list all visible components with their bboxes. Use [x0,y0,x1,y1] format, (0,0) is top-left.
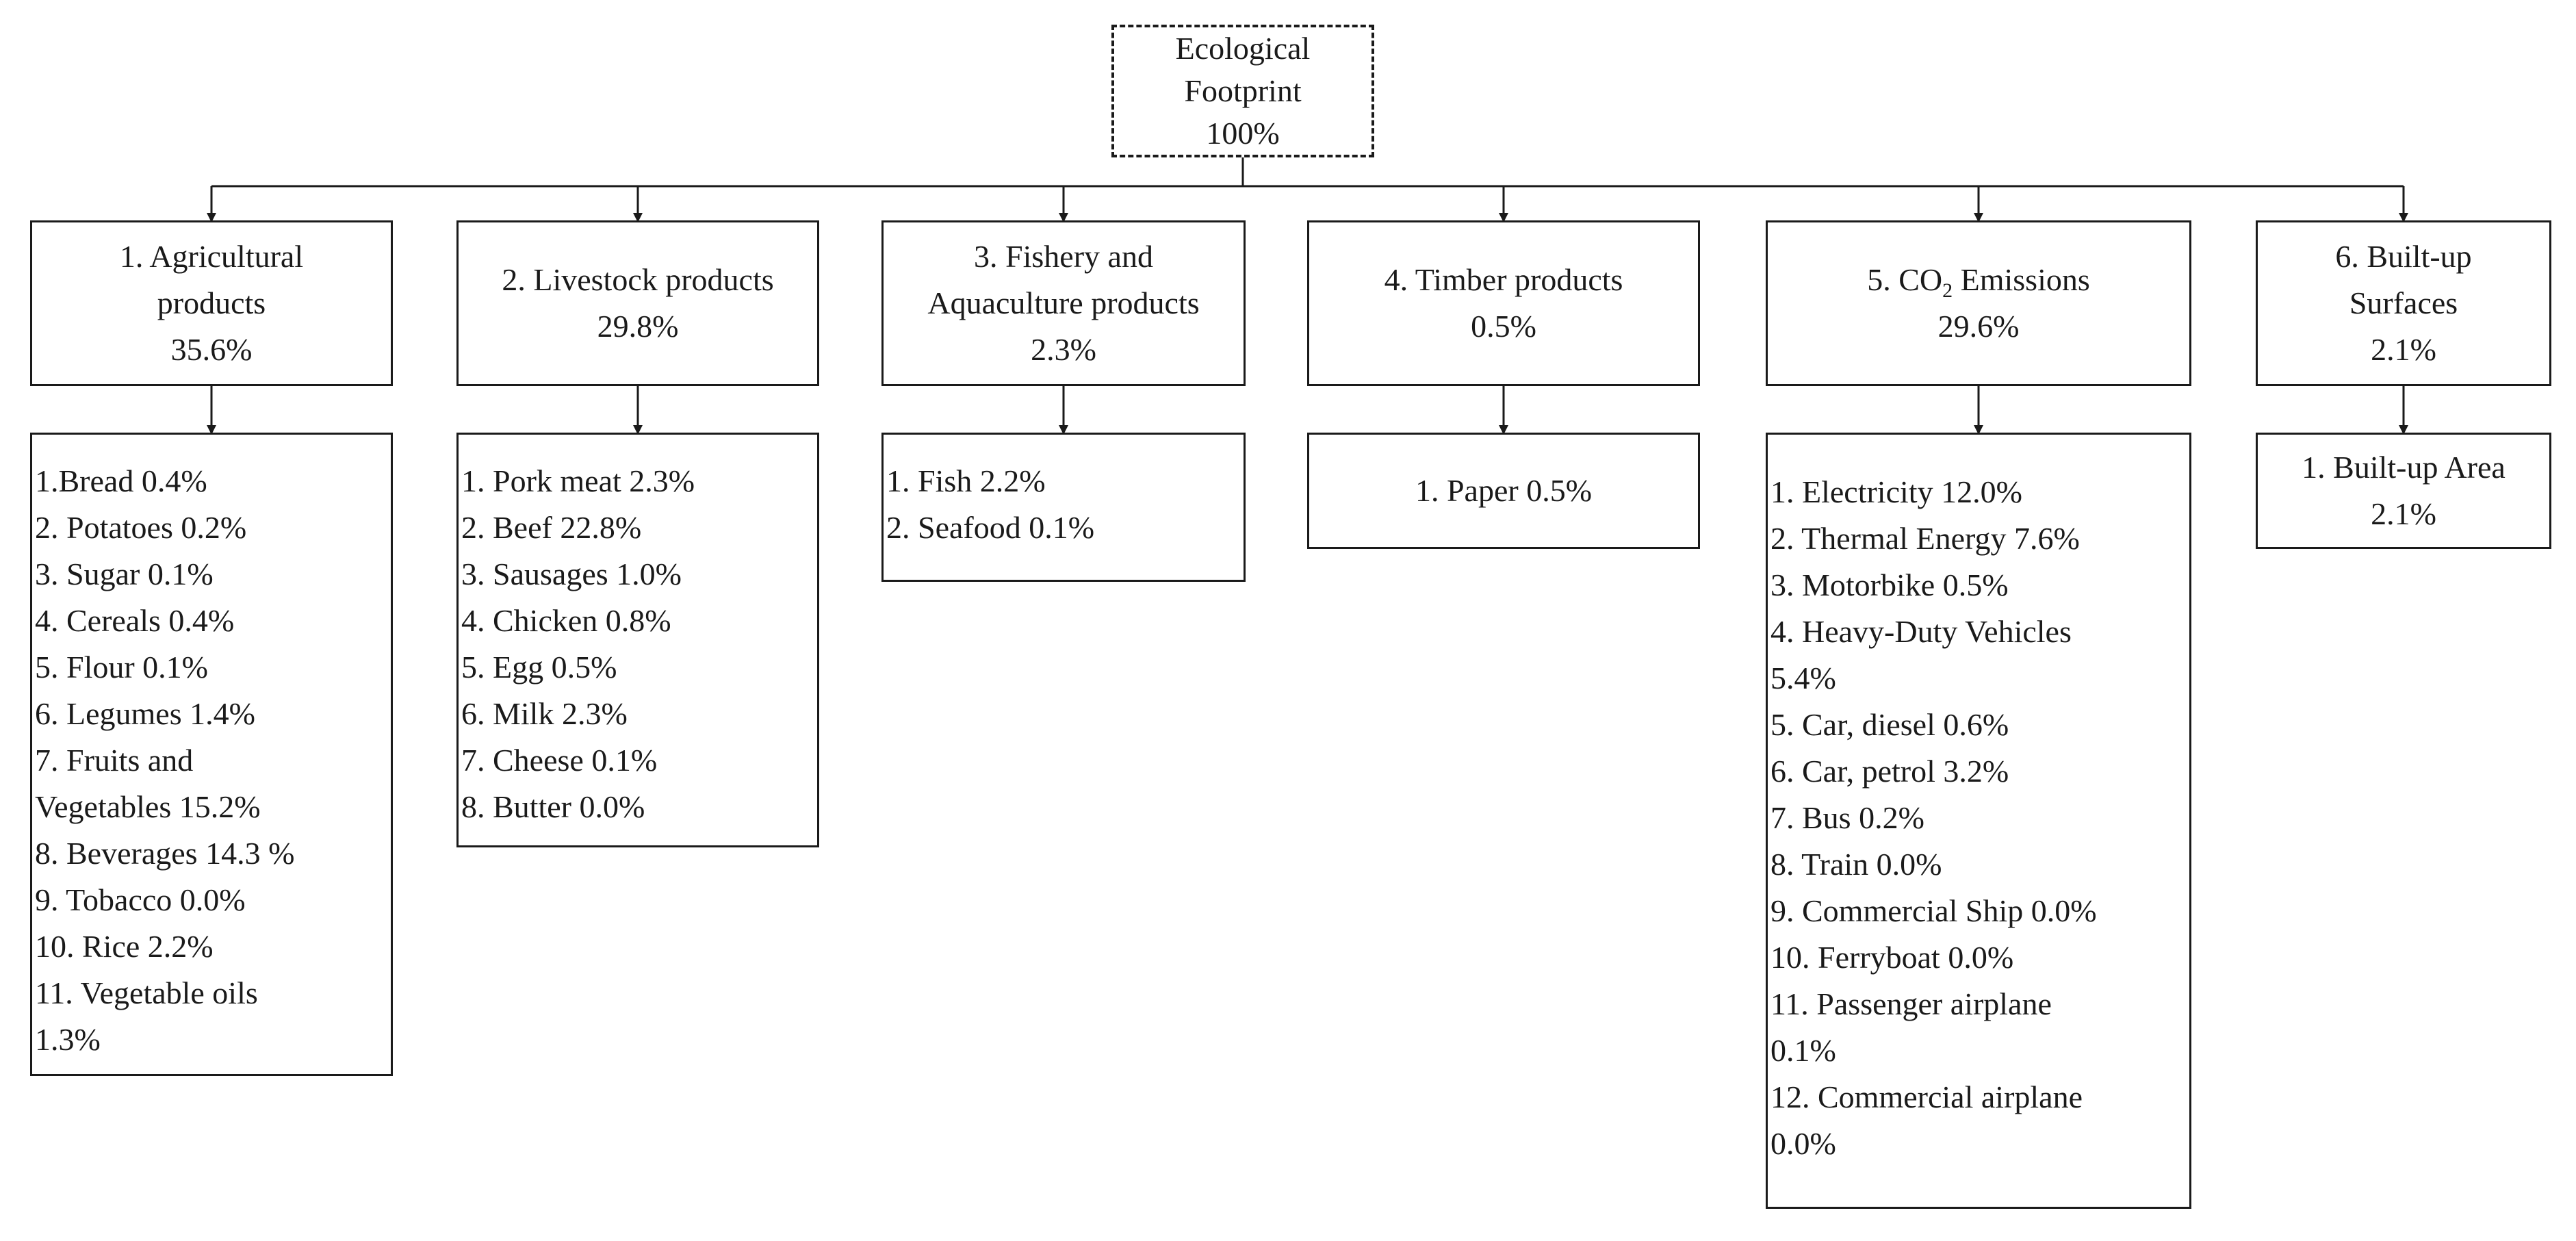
category-title-line: 1. Agricultural [119,239,304,274]
list-item: Vegetables 15.2% [35,789,261,824]
category-title-line: 3. Fishery and [974,239,1153,274]
list-item: 0.0% [1770,1126,1836,1161]
list-item: 5. Car, diesel 0.6% [1770,707,2009,742]
list-item: 1. Pork meat 2.3% [461,463,695,498]
list-item: 5. Flour 0.1% [35,650,208,685]
list-item: 7. Fruits and [35,743,194,778]
root-line-1: Ecological [1175,31,1311,66]
category-percentage: 29.8% [597,309,679,344]
category-title-line: products [157,285,266,320]
list-item: 9. Commercial Ship 0.0% [1770,893,2097,928]
list-item: 7. Cheese 0.1% [461,743,658,778]
category-timber: 4. Timber products 0.5% [1307,220,1700,386]
root-node: Ecological Footprint 100% [1111,25,1374,157]
list-item: 1. Built-up Area [2302,450,2506,485]
root-line-2: Footprint [1184,73,1302,108]
list-item: 2. Seafood 0.1% [886,510,1095,545]
items-co2-emissions: 1. Electricity 12.0% 2. Thermal Energy 7… [1766,433,2191,1209]
list-item: 2. Thermal Energy 7.6% [1770,521,2080,556]
items-agricultural: 1.Bread 0.4% 2. Potatoes 0.2% 3. Sugar 0… [30,433,393,1076]
list-item: 6. Legumes 1.4% [35,696,255,731]
co2-title-prefix: 5. CO [1867,262,1943,297]
items-livestock: 1. Pork meat 2.3% 2. Beef 22.8% 3. Sausa… [456,433,819,847]
list-item: 11. Passenger airplane [1770,986,2052,1021]
category-title-line: 4. Timber products [1384,262,1623,297]
root-line-3: 100% [1206,116,1280,151]
list-item: 2.1% [2371,496,2436,531]
category-title-line: 2. Livestock products [502,262,774,297]
list-item: 8. Train 0.0% [1770,847,1942,882]
list-item: 6. Car, petrol 3.2% [1770,754,2009,789]
category-percentage: 2.1% [2371,332,2436,367]
category-title-line: 6. Built-up [2335,239,2472,274]
list-item: 6. Milk 2.3% [461,696,628,731]
list-item: 8. Beverages 14.3 % [35,836,295,871]
category-livestock: 2. Livestock products 29.8% [456,220,819,386]
list-item: 11. Vegetable oils [35,975,258,1010]
list-item: 1.3% [35,1022,101,1057]
list-item: 3. Motorbike 0.5% [1770,567,2009,602]
category-percentage: 29.6% [1937,309,2020,344]
category-percentage: 2.3% [1031,332,1096,367]
category-title-line: Surfaces [2349,285,2458,320]
category-fishery: 3. Fishery and Aquaculture products 2.3% [881,220,1246,386]
list-item: 3. Sausages 1.0% [461,556,682,591]
list-item: 5. Egg 0.5% [461,650,617,685]
items-fishery: 1. Fish 2.2% 2. Seafood 0.1% [881,433,1246,582]
category-percentage: 0.5% [1471,309,1536,344]
items-built-up: 1. Built-up Area 2.1% [2256,433,2551,549]
list-item: 10. Rice 2.2% [35,929,214,964]
list-item: 2. Potatoes 0.2% [35,510,247,545]
list-item: 9. Tobacco 0.0% [35,882,246,917]
list-item: 1. Fish 2.2% [886,463,1046,498]
list-item: 4. Cereals 0.4% [35,603,235,638]
list-item: 12. Commercial airplane [1770,1079,2083,1114]
list-item: 2. Beef 22.8% [461,510,642,545]
list-item: 10. Ferryboat 0.0% [1770,940,2014,975]
category-co2-emissions: 5. CO2 Emissions 29.6% [1766,220,2191,386]
list-item: 4. Chicken 0.8% [461,603,671,638]
category-percentage: 35.6% [170,332,253,367]
items-timber: 1. Paper 0.5% [1307,433,1700,549]
list-item: 3. Sugar 0.1% [35,556,214,591]
list-item: 7. Bus 0.2% [1770,800,1924,835]
list-item: 1. Paper 0.5% [1415,473,1593,508]
category-title-line: 5. CO2 Emissions [1867,257,2090,303]
list-item: 1. Electricity 12.0% [1770,474,2022,509]
list-item: 8. Butter 0.0% [461,789,645,824]
category-built-up: 6. Built-up Surfaces 2.1% [2256,220,2551,386]
list-item: 4. Heavy-Duty Vehicles [1770,614,2072,649]
list-item: 0.1% [1770,1033,1836,1068]
category-title-line: Aquaculture products [927,285,1200,320]
category-agricultural: 1. Agricultural products 35.6% [30,220,393,386]
list-item: 1.Bread 0.4% [35,463,207,498]
co2-title-suffix: Emissions [1953,262,2090,297]
co2-subscript: 2 [1942,279,1953,303]
list-item: 5.4% [1770,661,1836,695]
